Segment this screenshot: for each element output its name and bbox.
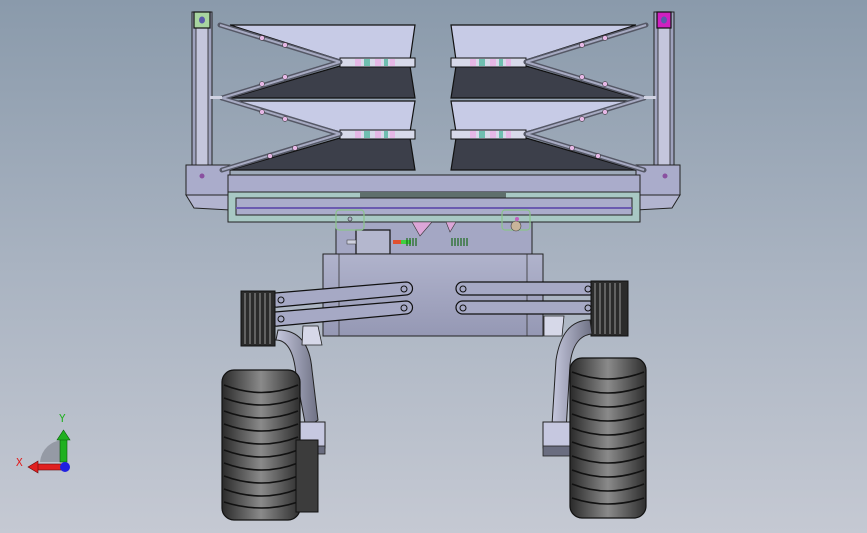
right-link-arms[interactable]	[455, 281, 597, 315]
y-axis-label: Y	[59, 412, 66, 425]
left-scissor-panels[interactable]	[210, 22, 416, 173]
left-frame-post[interactable]	[185, 11, 231, 211]
right-track-module[interactable]	[542, 280, 629, 457]
x-axis-label: X	[16, 456, 23, 469]
drive-module[interactable]	[335, 209, 533, 255]
orientation-triad: Y X	[10, 410, 80, 480]
axis-triad-icon	[27, 429, 71, 474]
left-wheel[interactable]	[221, 369, 319, 521]
right-wheel[interactable]	[569, 357, 647, 519]
right-scissor-panels[interactable]	[450, 22, 656, 173]
platform-base-frame[interactable]	[227, 174, 641, 223]
right-frame-post[interactable]	[635, 11, 681, 211]
